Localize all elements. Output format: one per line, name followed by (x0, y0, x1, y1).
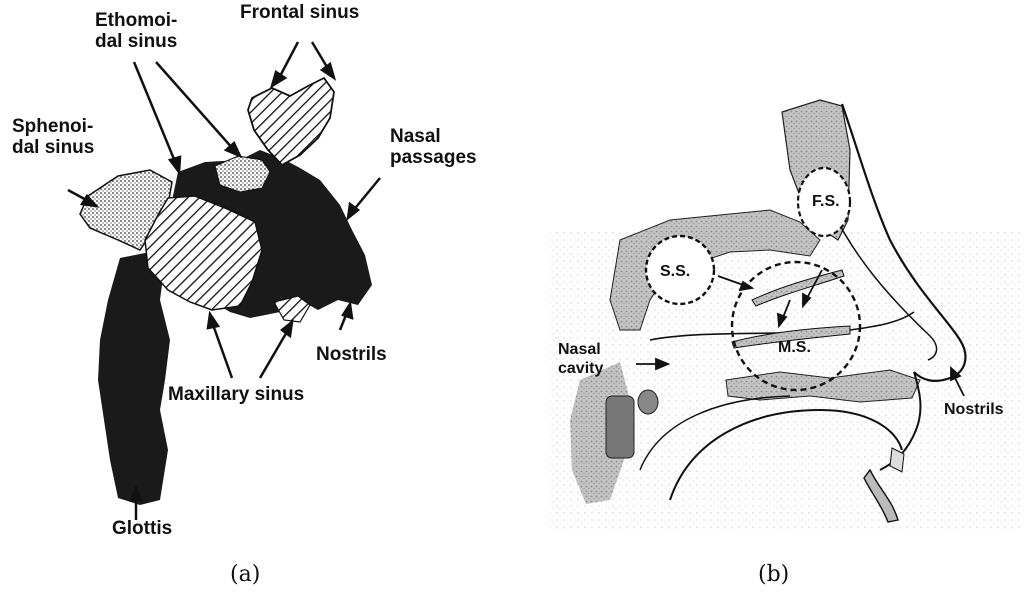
adenoid-shape (638, 390, 658, 414)
ethmoidal-sinus-label: Ethomoi- dal sinus (95, 10, 177, 52)
nasal-cavity-label: Nasal cavity (558, 340, 603, 378)
ss-label: S.S. (660, 262, 690, 281)
ms-label: M.S. (778, 338, 811, 357)
nostrils-label: Nostrils (316, 344, 387, 365)
sphenoidal-sinus-label: Sphenoi- dal sinus (12, 116, 94, 158)
nasal-passages-label: Nasal passages (390, 126, 477, 168)
airway-cast-diagram (0, 0, 520, 592)
vertebra-shape (606, 396, 634, 458)
fs-label: F.S. (812, 192, 840, 211)
nostrils-b-label: Nostrils (944, 400, 1004, 419)
head-cross-section-diagram (520, 0, 1032, 592)
panel-b: F.S. S.S. M.S. Nasal cavity Nostrils (b) (520, 0, 1032, 592)
frontal-sinus-label: Frontal sinus (240, 2, 359, 23)
glottis-shape (98, 252, 170, 505)
caption-b: (b) (758, 562, 789, 587)
glottis-label: Glottis (112, 518, 172, 539)
maxillary-sinus-label: Maxillary sinus (168, 384, 304, 405)
panel-a: Frontal sinus Ethomoi- dal sinus Sphenoi… (0, 0, 520, 592)
caption-a: (a) (230, 562, 260, 587)
